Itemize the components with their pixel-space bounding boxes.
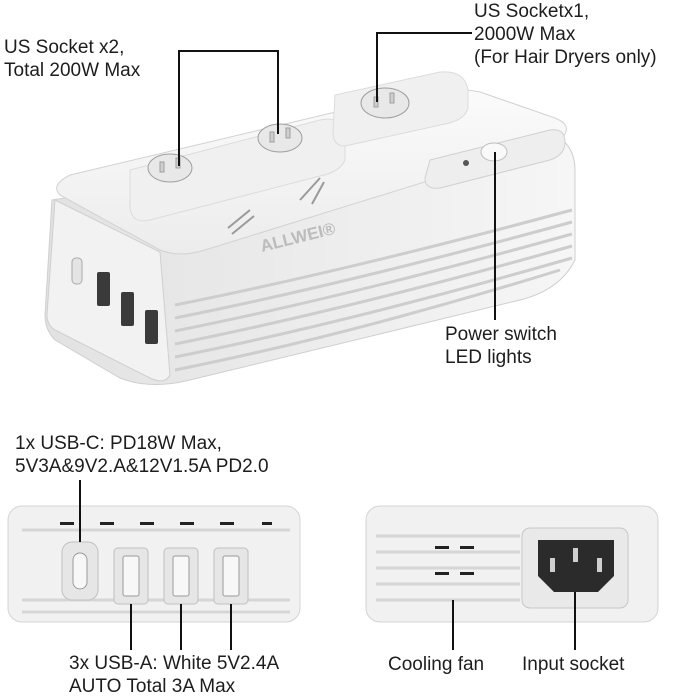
us-socket-single-line-1: US Socketx1, (474, 1, 590, 22)
power-switch-label: Power switch LED lights (445, 323, 557, 369)
input-side-view (365, 505, 659, 623)
us-socket-single-line-2: 2000W Max (474, 24, 576, 45)
us-socket-single-label: US Socketx1, 2000W Max (For Hair Dryers … (474, 0, 657, 69)
leader-socket-pair-h (178, 50, 278, 52)
usb-a-label: 3x USB-A: White 5V2.4A AUTO Total 3A Max (69, 652, 279, 698)
leader-cooling-fan (452, 600, 454, 650)
leader-input-socket (574, 592, 576, 650)
us-socket-pair-line-1: US Socket x2, (4, 37, 125, 58)
leader-usb-c (79, 480, 81, 542)
leader-socket-single-v (376, 32, 378, 102)
us-socket-pair-label: US Socket x2, Total 200W Max (4, 36, 140, 82)
leader-usb-a-3 (230, 604, 232, 650)
usb-c-label: 1x USB-C: PD18W Max, 5V3A&9V2.A&12V1.5A … (15, 432, 269, 478)
leader-usb-a-1 (130, 604, 132, 650)
leader-socket-pair-left (178, 50, 180, 166)
usb-side-view (7, 505, 301, 623)
power-switch-line-2: LED lights (445, 347, 532, 368)
usb-a-line-1: 3x USB-A: White 5V2.4A (69, 653, 280, 674)
power-switch-line-1: Power switch (445, 324, 557, 345)
usb-a-line-2: AUTO Total 3A Max (69, 676, 236, 697)
us-socket-outlets (147, 87, 410, 183)
leader-socket-single-h (376, 32, 472, 34)
usb-c-line-2: 5V3A&9V2.A&12V1.5A PD2.0 (15, 456, 269, 477)
cooling-ribs (174, 208, 573, 372)
leader-power-switch (494, 152, 496, 320)
iec-inlet-icon (538, 540, 614, 592)
input-socket-label: Input socket (522, 654, 625, 675)
leader-socket-pair-right (277, 50, 279, 134)
cooling-fan-label: Cooling fan (388, 654, 485, 675)
us-socket-single-line-3: (For Hair Dryers only) (474, 47, 657, 68)
leader-usb-a-2 (180, 604, 182, 650)
usb-ports-front (71, 257, 158, 344)
usb-c-line-1: 1x USB-C: PD18W Max, (15, 433, 222, 454)
us-socket-pair-line-2: Total 200W Max (4, 60, 141, 81)
appliance-icons (227, 177, 325, 235)
